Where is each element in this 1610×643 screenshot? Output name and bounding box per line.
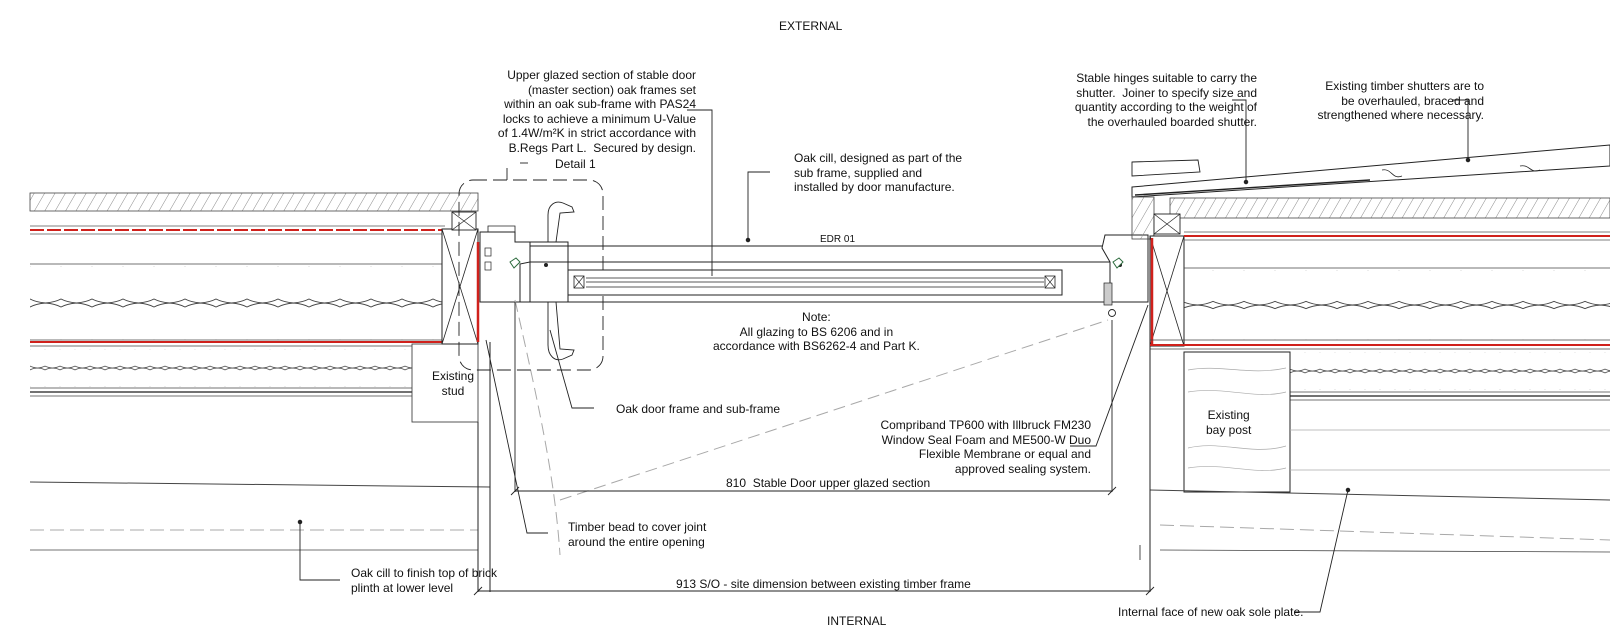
detail-1-label: Detail 1	[555, 157, 596, 171]
existing-bay-post-label: Existing bay post	[1206, 408, 1252, 437]
existing-stud-label: Existing stud	[432, 369, 475, 398]
existing-bay-post	[1183, 351, 1291, 493]
compriband-sealing-note: Compriband TP600 with Illbruck FM230 Win…	[880, 418, 1091, 476]
left-wall-section	[29, 192, 491, 592]
oak-cill-note: Oak cill, designed as part of the sub fr…	[794, 151, 963, 195]
left-insulation	[30, 266, 442, 340]
external-label: EXTERNAL	[779, 19, 843, 33]
door-glazed-section	[458, 179, 1149, 556]
oak-door-frame-note: Oak door frame and sub-frame	[616, 402, 781, 416]
oak-cill-brick-plinth-note: Oak cill to finish top of brick plinth a…	[351, 566, 498, 595]
detail-1-boundary	[458, 179, 604, 371]
stable-hinges-note: Stable hinges suitable to carry the shut…	[1074, 71, 1257, 129]
timber-bead-note: Timber bead to cover joint around the en…	[568, 520, 707, 549]
double-glazed-unit	[567, 269, 1063, 296]
internal-face-sole-plate-note: Internal face of new oak sole plate.	[1118, 605, 1304, 619]
right-insulation-board	[1290, 352, 1610, 390]
glazing-note: Note: All glazing to BS 6206 and in acco…	[713, 310, 920, 354]
timber-shutter	[1131, 144, 1610, 198]
right-insulation	[1184, 270, 1610, 340]
edr-01-label: EDR 01	[820, 234, 856, 245]
right-wall-section	[1131, 144, 1610, 592]
dimension-810-label: 810 Stable Door upper glazed section	[726, 476, 931, 490]
left-cladding-hatch	[29, 192, 479, 212]
leader-lines	[297, 99, 1471, 613]
internal-label: INTERNAL	[827, 614, 887, 628]
dimension-913-label: 913 S/O - site dimension between existin…	[676, 577, 971, 591]
existing-shutters-note: Existing timber shutters are to be overh…	[1317, 79, 1484, 123]
upper-glazed-section-note: Upper glazed section of stable door (mas…	[497, 68, 696, 155]
left-insulation-board	[30, 349, 412, 387]
dimension-lines	[473, 486, 1155, 596]
right-cladding-hatch	[1169, 197, 1610, 219]
